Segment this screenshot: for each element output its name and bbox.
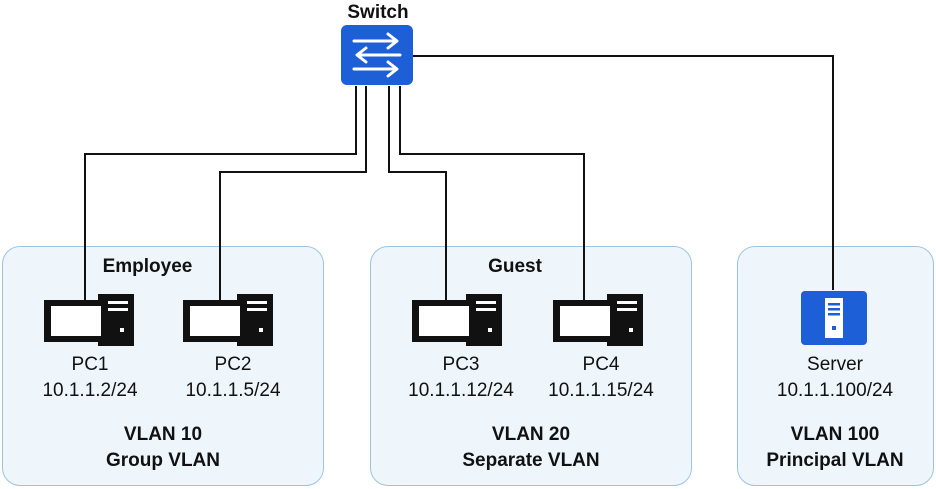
link-switch-server <box>412 55 834 290</box>
pc-icon <box>44 294 134 346</box>
switch-icon <box>341 25 413 85</box>
vlan-type-server: Principal VLAN <box>766 450 904 471</box>
switch-label: Switch <box>347 2 409 23</box>
device-ip-pc4: 10.1.1.15/24 <box>548 380 654 401</box>
zone-employee <box>2 246 324 486</box>
vlan-id-guest: VLAN 20 <box>491 424 571 445</box>
group-title-employee: Employee <box>102 256 193 277</box>
device-name-pc4: PC4 <box>582 354 620 375</box>
link-switch-pc1 <box>84 86 357 300</box>
group-title-guest: Guest <box>488 256 542 277</box>
pc-icon <box>183 294 273 346</box>
pc-icon <box>553 294 643 346</box>
vlan-id-server: VLAN 100 <box>790 424 880 445</box>
zone-guest <box>370 246 692 486</box>
device-name-pc1: PC1 <box>71 354 109 375</box>
device-name-pc3: PC3 <box>442 354 480 375</box>
link-switch-pc4 <box>399 86 585 300</box>
zone-server <box>737 246 934 486</box>
device-ip-pc1: 10.1.1.2/24 <box>42 380 138 401</box>
device-name-server: Server <box>807 354 863 375</box>
server-icon <box>801 291 867 345</box>
link-switch-pc2 <box>219 86 367 300</box>
vlan-type-guest: Separate VLAN <box>462 450 600 471</box>
device-ip-pc2: 10.1.1.5/24 <box>185 380 281 401</box>
vlan-id-employee: VLAN 10 <box>123 424 203 445</box>
device-ip-pc3: 10.1.1.12/24 <box>408 380 514 401</box>
device-ip-server: 10.1.1.100/24 <box>776 380 894 401</box>
vlan-type-employee: Group VLAN <box>106 450 220 471</box>
link-switch-pc3 <box>388 86 447 300</box>
device-name-pc2: PC2 <box>214 354 252 375</box>
pc-icon <box>412 294 502 346</box>
